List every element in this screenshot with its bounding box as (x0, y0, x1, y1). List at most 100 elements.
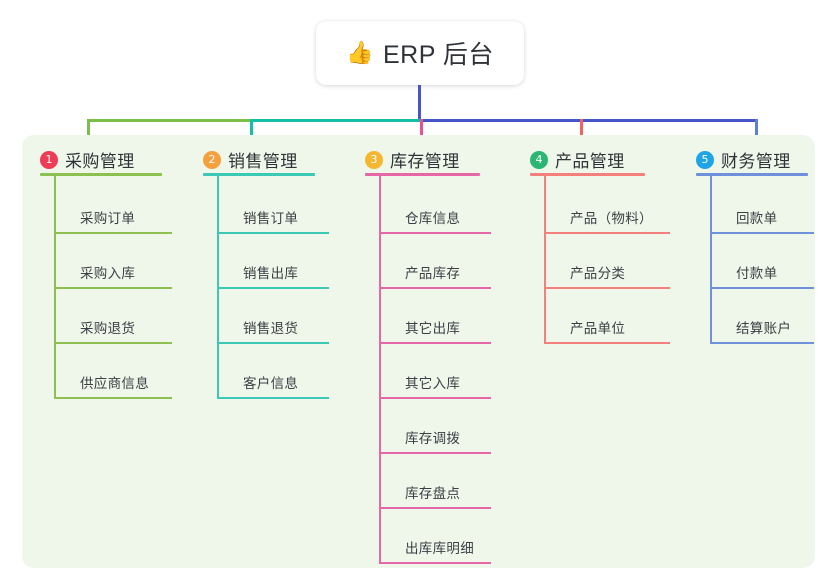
connector-drop-2 (250, 119, 253, 150)
branch-title-4[interactable]: 4 产品管理 (530, 147, 625, 172)
branch-spine (54, 173, 56, 399)
branch-item-underline (710, 287, 814, 289)
branch-title-text: 产品管理 (555, 152, 625, 171)
branch-item-label: 库存调拨 (405, 431, 461, 446)
branch-spine (379, 173, 381, 564)
branch-item-underline (379, 397, 491, 399)
branch-item[interactable]: 产品（物料） (544, 207, 676, 235)
branch-title-text: 库存管理 (390, 152, 460, 171)
branch-item[interactable]: 产品单位 (544, 317, 676, 345)
branch-item-underline (217, 342, 329, 344)
branch-title-1[interactable]: 1 采购管理 (40, 147, 135, 172)
branch-item-underline (379, 507, 491, 509)
connector-drop-1 (87, 119, 90, 150)
root-node[interactable]: 👍 ERP 后台 (316, 21, 524, 85)
branch-item-label: 回款单 (736, 211, 778, 226)
branch-item[interactable]: 采购订单 (54, 207, 178, 235)
branch-item[interactable]: 产品分类 (544, 262, 676, 290)
branch-index-badge: 1 (40, 150, 58, 169)
branch-item-underline (217, 397, 329, 399)
branch-item[interactable]: 销售出库 (217, 262, 335, 290)
branch-item[interactable]: 出库库明细 (379, 537, 497, 565)
branch-item[interactable]: 销售订单 (217, 207, 335, 235)
branch-item-underline (217, 287, 329, 289)
branch-item[interactable]: 产品库存 (379, 262, 497, 290)
branch-spine (544, 173, 546, 344)
branch-spine (710, 173, 712, 344)
branch-spine (217, 173, 219, 399)
connector-root-stem (418, 85, 421, 122)
branch-item-label: 库存盘点 (405, 486, 461, 501)
branch-item-label: 产品（物料） (570, 211, 653, 226)
branch-item-underline (217, 232, 329, 234)
branch-underline (365, 173, 480, 176)
branch-item-label: 采购退货 (80, 321, 136, 336)
branch-item-label: 销售出库 (243, 266, 299, 281)
branch-item-label: 采购入库 (80, 266, 136, 281)
root-node-label: 👍 ERP 后台 (346, 35, 494, 71)
branch-item-label: 出库库明细 (405, 541, 474, 556)
branch-item-underline (544, 287, 670, 289)
branch-item-underline (544, 342, 670, 344)
branch-item[interactable]: 其它入库 (379, 372, 497, 400)
branch-item-underline (54, 397, 172, 399)
branch-item[interactable]: 采购入库 (54, 262, 178, 290)
branch-item-underline (379, 562, 491, 564)
branch-item-label: 产品单位 (570, 321, 626, 336)
branch-item-label: 结算账户 (736, 321, 792, 336)
branch-item-underline (379, 232, 491, 234)
branches-panel: 1 采购管理采购订单采购入库采购退货供应商信息 2 销售管理销售订单销售出库销售退货客… (22, 135, 815, 568)
branch-item[interactable]: 其它出库 (379, 317, 497, 345)
connector-bar-green (87, 119, 253, 122)
branch-underline (40, 173, 162, 176)
branch-title-text: 销售管理 (228, 152, 298, 171)
branch-title-text: 财务管理 (721, 152, 791, 171)
branch-item-underline (54, 232, 172, 234)
branch-item[interactable]: 回款单 (710, 207, 820, 235)
connector-drop-4 (580, 119, 583, 150)
branch-item[interactable]: 付款单 (710, 262, 820, 290)
connector-bar-blue (420, 119, 758, 122)
connector-drop-5 (755, 119, 758, 150)
branch-item[interactable]: 结算账户 (710, 317, 820, 345)
root-title-text: ERP 后台 (383, 41, 494, 69)
branch-item[interactable]: 库存调拨 (379, 427, 497, 455)
branch-title-3[interactable]: 3 库存管理 (365, 147, 460, 172)
branch-index-badge: 3 (365, 150, 383, 169)
branch-item-label: 产品库存 (405, 266, 461, 281)
branch-item-label: 供应商信息 (80, 376, 149, 391)
branch-item-underline (710, 342, 814, 344)
branch-item-label: 付款单 (736, 266, 778, 281)
branch-underline (530, 173, 645, 176)
thumbs-up-icon: 👍 (346, 40, 374, 65)
branch-item[interactable]: 销售退货 (217, 317, 335, 345)
branch-item-label: 其它入库 (405, 376, 461, 391)
branch-item[interactable]: 仓库信息 (379, 207, 497, 235)
branch-item-underline (710, 232, 814, 234)
branch-item[interactable]: 供应商信息 (54, 372, 178, 400)
branch-item[interactable]: 库存盘点 (379, 482, 497, 510)
branch-item[interactable]: 客户信息 (217, 372, 335, 400)
branch-item[interactable]: 采购退货 (54, 317, 178, 345)
branch-item-underline (54, 287, 172, 289)
branch-title-2[interactable]: 2 销售管理 (203, 147, 298, 172)
branch-index-badge: 4 (530, 150, 548, 169)
branch-item-label: 销售退货 (243, 321, 299, 336)
branch-item-label: 产品分类 (570, 266, 626, 281)
connector-bar-teal (250, 119, 423, 122)
branch-underline (696, 173, 808, 176)
branch-index-badge: 2 (203, 150, 221, 169)
branch-item-underline (54, 342, 172, 344)
branch-item-label: 销售订单 (243, 211, 299, 226)
branch-underline (203, 173, 315, 176)
branch-item-label: 仓库信息 (405, 211, 461, 226)
connector-drop-3 (420, 119, 423, 150)
branch-item-label: 采购订单 (80, 211, 136, 226)
branch-item-underline (379, 287, 491, 289)
branch-item-underline (544, 232, 670, 234)
branch-title-text: 采购管理 (65, 152, 135, 171)
branch-item-label: 其它出库 (405, 321, 461, 336)
branch-item-underline (379, 452, 491, 454)
branch-item-underline (379, 342, 491, 344)
